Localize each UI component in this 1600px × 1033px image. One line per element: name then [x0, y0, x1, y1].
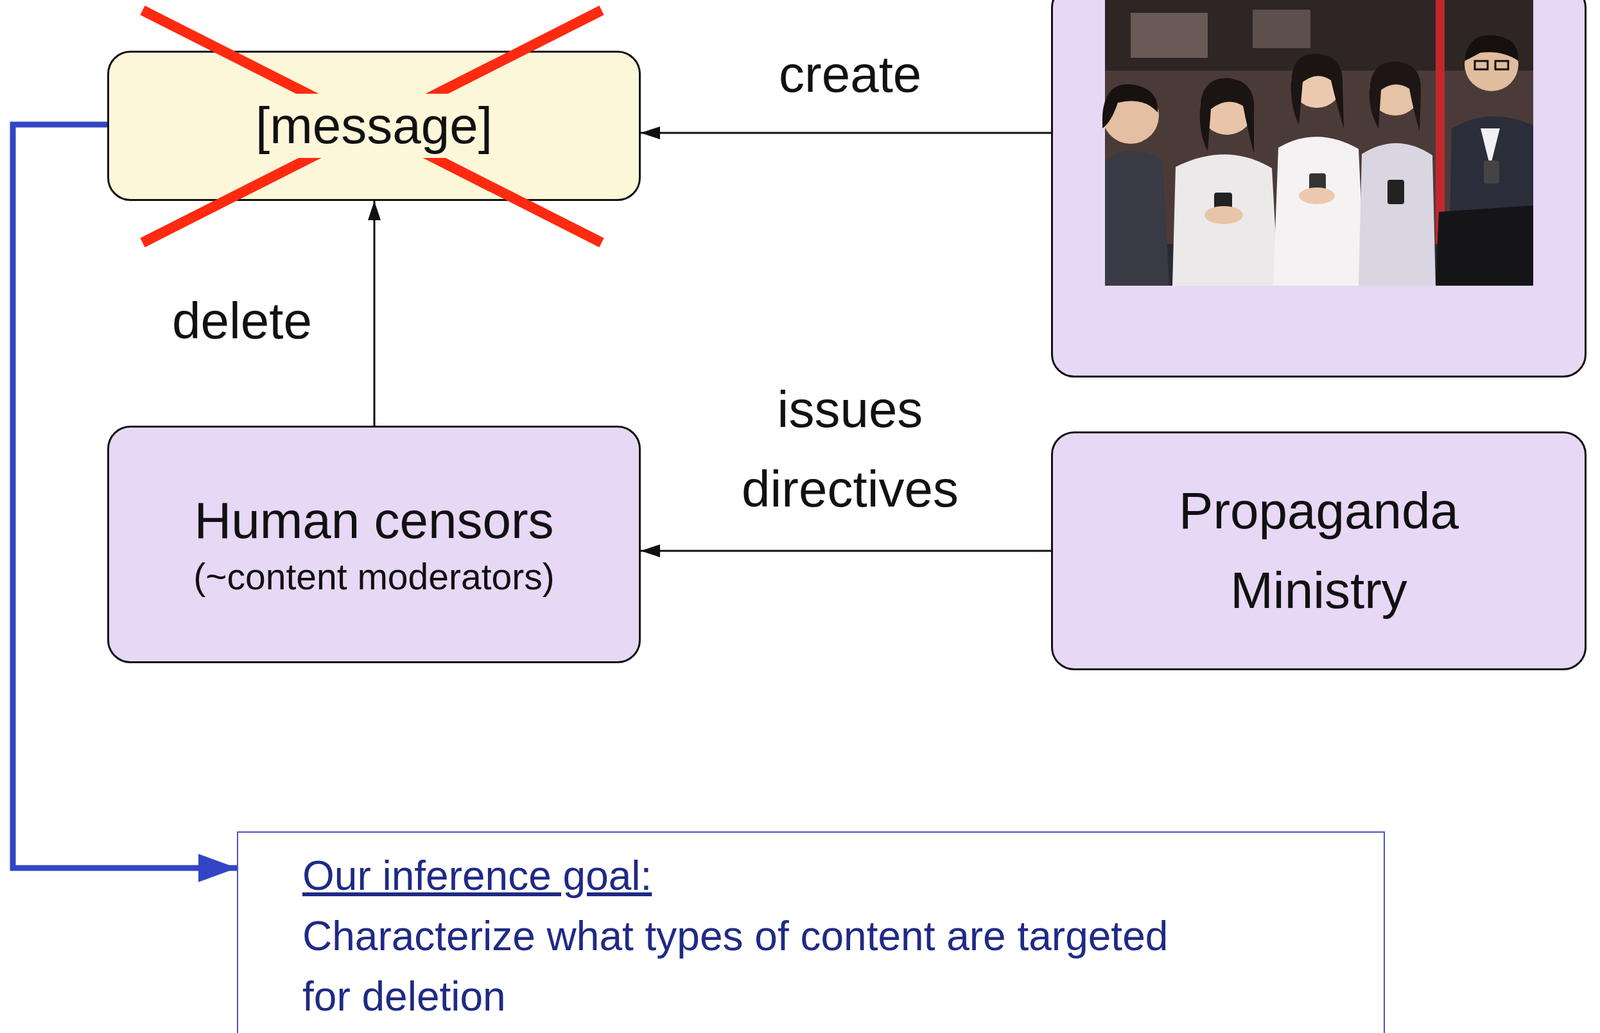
head: [1291, 56, 1343, 108]
bracket-connector: [12, 124, 237, 869]
head: [1200, 80, 1254, 135]
arrow-connector: [640, 550, 1052, 553]
poster: [1130, 12, 1208, 58]
edge-label-holder: create: [778, 42, 922, 107]
hands: [1298, 187, 1335, 205]
hair: [1291, 53, 1344, 129]
window-band: [1104, 0, 1534, 71]
person: [1172, 154, 1279, 286]
pole: [1435, 0, 1445, 286]
photo-frame: [1051, 0, 1587, 378]
glasses: [1474, 60, 1488, 70]
shirt: [1480, 128, 1500, 167]
phone: [1387, 179, 1405, 205]
hair: [1369, 61, 1421, 132]
hair: [1200, 78, 1255, 155]
arrow-connector: [640, 132, 1052, 135]
cross-line: [142, 10, 602, 243]
hair: [1464, 35, 1519, 61]
edge-label-holder: issues directives: [683, 369, 1018, 530]
edge-label: delete: [172, 288, 313, 354]
head: [1369, 64, 1421, 116]
process-box: Human censors(~content moderators): [107, 425, 641, 664]
process-box: Propaganda Ministry: [1051, 431, 1587, 671]
note-heading: Our inference goal:: [302, 845, 652, 906]
photo-background: [1104, 0, 1534, 286]
cross-out: [142, 10, 602, 243]
head: [1464, 37, 1519, 92]
person: [1448, 116, 1534, 286]
person: [1358, 143, 1436, 286]
node-subtitle: (~content moderators): [193, 552, 555, 601]
poster: [1252, 9, 1311, 49]
phone: [1309, 173, 1326, 198]
note-body: Characterize what types of content are t…: [302, 905, 1215, 1027]
phone: [1483, 160, 1500, 184]
edge-label: issues directives: [683, 369, 1018, 530]
edge-label-holder: delete: [172, 288, 313, 354]
commuter-photo: [1102, 0, 1534, 286]
hair: [1102, 84, 1158, 129]
phone: [1214, 192, 1233, 219]
node-title: Human censors: [193, 488, 554, 553]
head: [1102, 87, 1159, 144]
message-box: [message]: [107, 50, 641, 201]
node-label: Propaganda Ministry: [1151, 471, 1486, 631]
cross-line: [142, 10, 602, 243]
arrow-connector: [373, 200, 376, 426]
goal-box: Our inference goal:Characterize what typ…: [236, 831, 1385, 1033]
glasses: [1495, 60, 1509, 70]
hands: [1204, 206, 1244, 225]
node-label: [message]: [249, 93, 499, 158]
edge-label: create: [778, 42, 922, 107]
person: [1104, 150, 1170, 286]
seat: [1104, 243, 1534, 286]
person: [1273, 136, 1366, 286]
bag: [1435, 205, 1534, 286]
